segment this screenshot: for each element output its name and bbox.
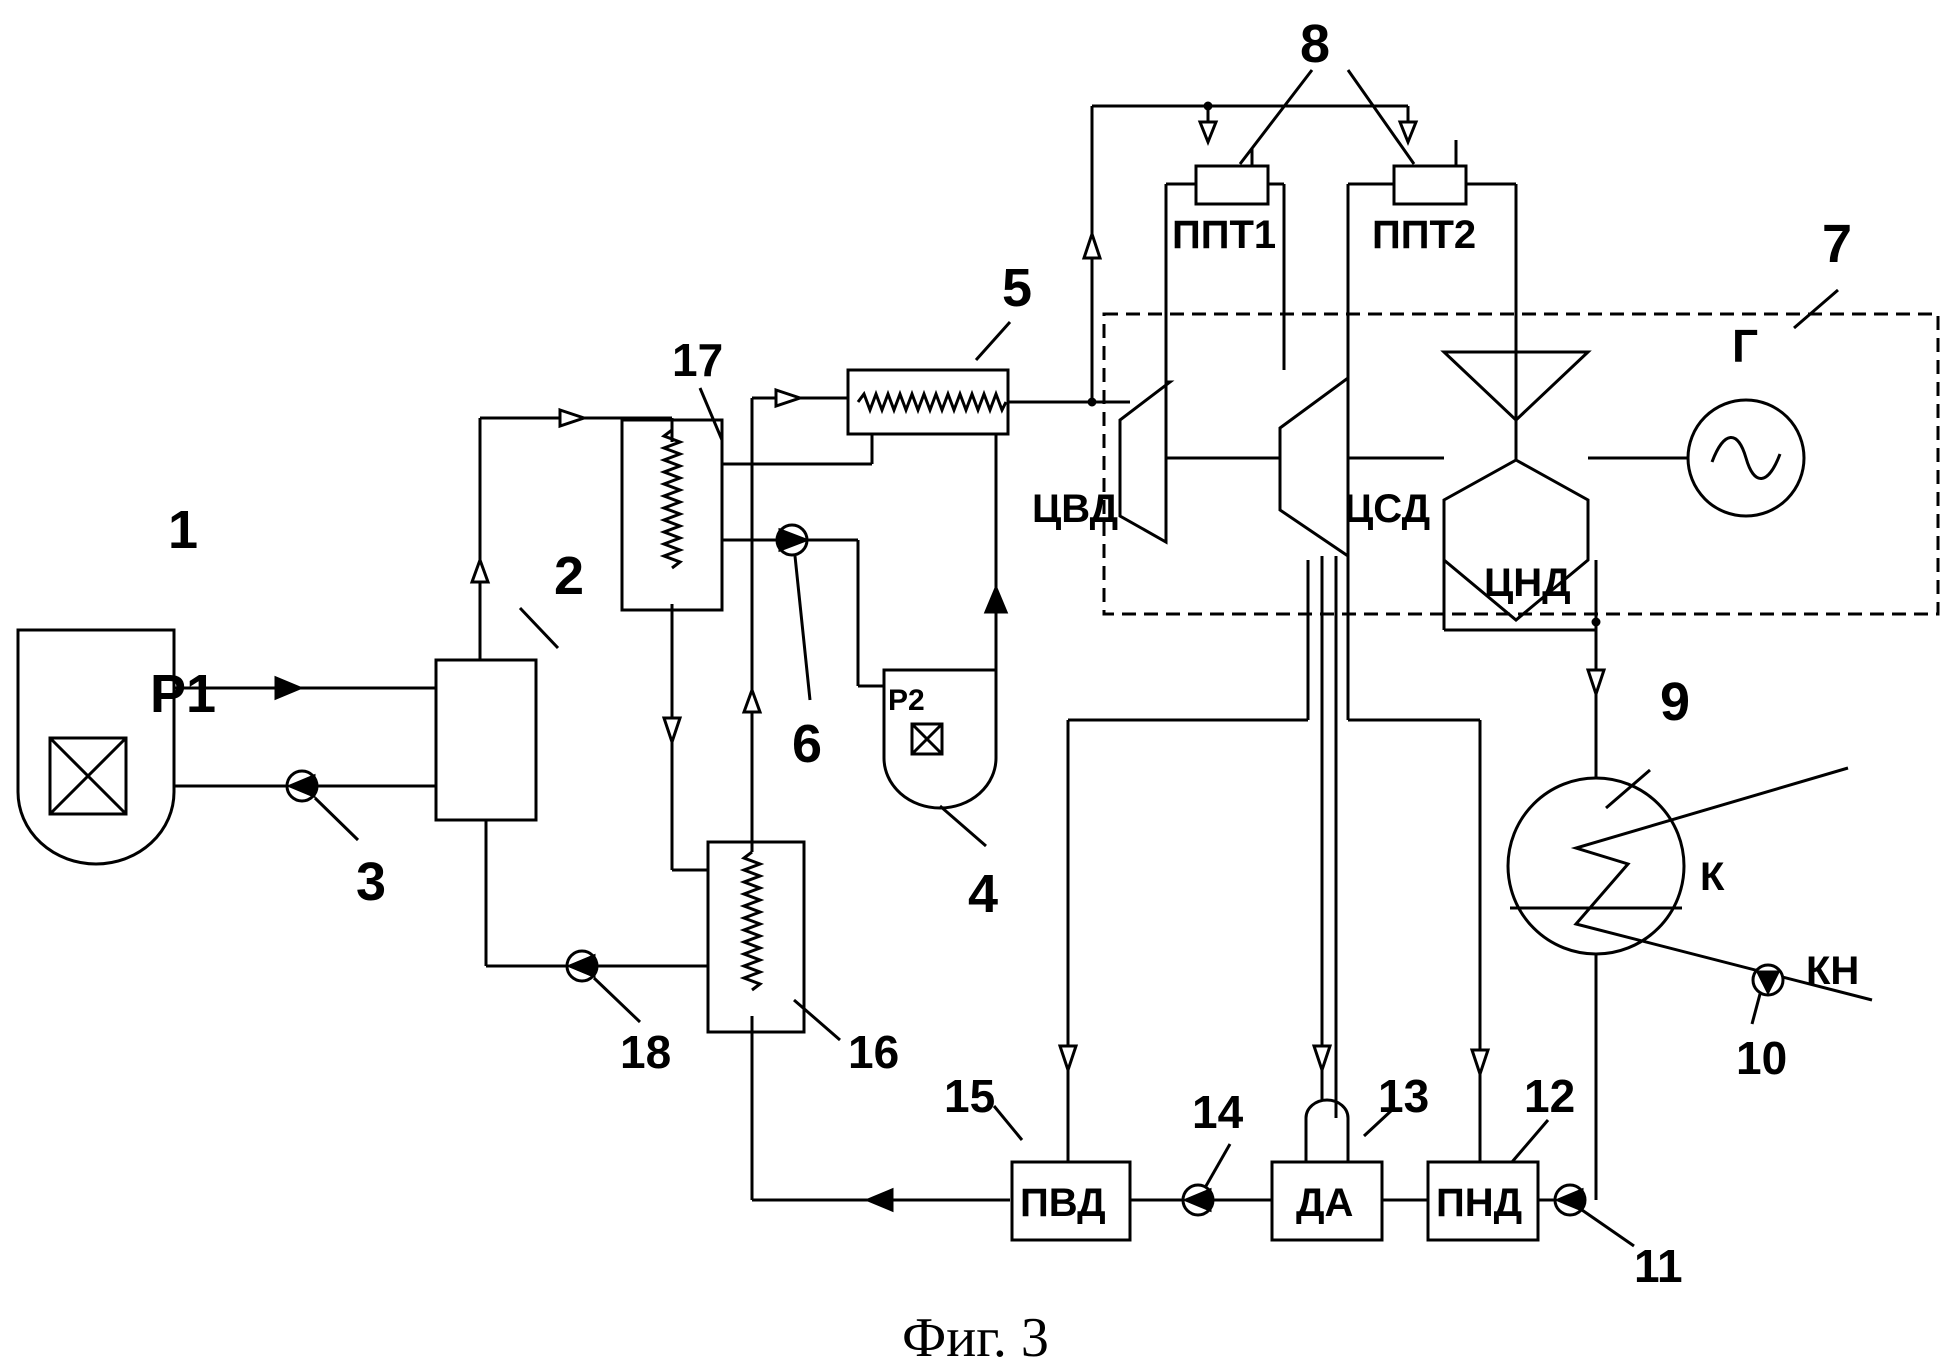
label-cond-pump: КН [1806, 949, 1859, 993]
hp-cylinder [1120, 382, 1170, 542]
label-deaerator: ДА [1296, 1181, 1353, 1225]
sg-steam-line [472, 410, 672, 660]
leader-8 [1240, 70, 1414, 164]
line-17-to-16 [664, 610, 708, 870]
label-15: 15 [944, 1070, 995, 1122]
label-lp-heater: ПНД [1436, 1181, 1522, 1225]
label-hp-heater: ПВД [1020, 1181, 1106, 1225]
pump-10 [1752, 965, 1783, 1024]
label-3: 3 [356, 852, 386, 912]
label-14: 14 [1192, 1086, 1244, 1138]
label-16: 16 [848, 1026, 899, 1078]
label-lp-cylinder: ЦНД [1484, 561, 1571, 605]
return-line-18 [486, 820, 708, 1022]
label-5: 5 [1002, 258, 1032, 318]
label-reactor-1: P1 [150, 664, 216, 724]
label-generator: Г [1732, 320, 1758, 372]
label-ip-cylinder: ЦСД [1344, 487, 1430, 531]
heat-exchanger-17 [622, 388, 722, 610]
label-1: 1 [168, 500, 198, 560]
label-8: 8 [1300, 14, 1330, 74]
label-9: 9 [1660, 672, 1690, 732]
hp-heater-15 [994, 560, 1308, 1240]
steam-generator-2 [436, 660, 536, 820]
label-reheater-1: ППТ1 [1172, 213, 1276, 257]
reheater-1 [1196, 148, 1268, 204]
label-hp-cylinder: ЦВД [1032, 487, 1118, 531]
label-2: 2 [554, 546, 584, 606]
label-4: 4 [968, 864, 998, 924]
figure-caption: Фиг. 3 [902, 1307, 1049, 1369]
label-18: 18 [620, 1026, 671, 1078]
hx17-connections [722, 434, 884, 700]
generator [1688, 400, 1804, 516]
label-13: 13 [1378, 1070, 1429, 1122]
label-condenser: К [1700, 855, 1725, 899]
label-10: 10 [1736, 1032, 1787, 1084]
leader-2 [520, 608, 558, 648]
label-12: 12 [1524, 1070, 1575, 1122]
deaerator-13 [1272, 556, 1428, 1240]
label-11: 11 [1634, 1240, 1683, 1292]
heater-5 [848, 322, 1092, 434]
label-7: 7 [1822, 214, 1852, 274]
ip-cylinder [1280, 378, 1348, 556]
leader-7 [1794, 290, 1838, 328]
label-6: 6 [792, 714, 822, 774]
pump-3 [287, 771, 358, 840]
lp-heater-12 [1348, 556, 1548, 1240]
reactor-2 [884, 434, 1006, 846]
label-reheater-2: ППТ2 [1372, 213, 1476, 257]
pump-14 [1130, 1144, 1272, 1215]
label-reactor-2: P2 [888, 684, 925, 717]
heat-exchanger-16 [708, 842, 840, 1040]
label-17: 17 [672, 334, 723, 386]
